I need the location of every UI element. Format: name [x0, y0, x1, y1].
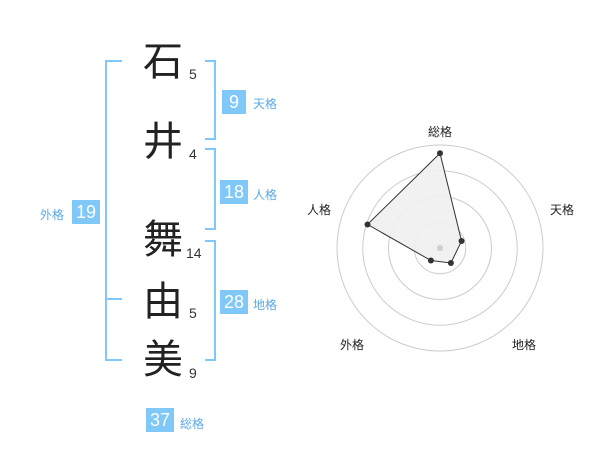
tenkaku-bracket [205, 60, 216, 140]
radar-point-3 [427, 257, 434, 264]
radar-label-soukaku: 総格 [428, 125, 453, 139]
radar-label-gaikaku: 外格 [340, 338, 365, 352]
gaikaku-bracket [105, 60, 122, 361]
kanji-given-3: 美 [143, 337, 183, 383]
stroke-count-given-3: 9 [189, 365, 197, 381]
stroke-count-surname-2: 4 [189, 146, 197, 162]
radar-label-chikaku: 地格 [512, 338, 537, 352]
jinkaku-bracket [205, 148, 216, 230]
radar-polygon [366, 152, 463, 264]
soukaku-badge: 37 [146, 408, 174, 432]
radar-point-2 [447, 259, 454, 266]
radar-point-4 [364, 221, 371, 228]
kanji-surname-2: 井 [143, 119, 183, 165]
radar-center-dot [437, 245, 443, 251]
kanji-surname-1: 石 [143, 39, 183, 85]
jinkaku-badge: 18 [220, 180, 248, 204]
jinkaku-label: 人格 [253, 188, 278, 202]
radar-label-jinkaku: 人格 [307, 203, 332, 217]
kanji-given-2: 由 [143, 279, 183, 325]
stroke-count-given-2: 5 [189, 305, 197, 321]
radar-ring [336, 144, 544, 352]
gaikaku-bracket-inner-line [105, 298, 122, 300]
soukaku-label: 総格 [180, 417, 205, 431]
kanji-given-1: 舞 [143, 217, 183, 263]
stroke-count-surname-1: 5 [189, 66, 197, 82]
radar-points [364, 150, 465, 266]
chikaku-label: 地格 [253, 298, 278, 312]
chikaku-bracket [205, 240, 216, 361]
radar-point-0 [437, 150, 443, 157]
radar-point-1 [458, 237, 465, 244]
stroke-count-given-1: 14 [186, 245, 202, 261]
gaikaku-label: 外格 [40, 208, 65, 222]
chikaku-badge: 28 [220, 290, 248, 314]
tenkaku-label: 天格 [253, 97, 278, 111]
gaikaku-badge: 19 [72, 200, 100, 224]
tenkaku-badge: 9 [222, 90, 246, 114]
radar-label-tenkaku: 天格 [550, 203, 575, 217]
